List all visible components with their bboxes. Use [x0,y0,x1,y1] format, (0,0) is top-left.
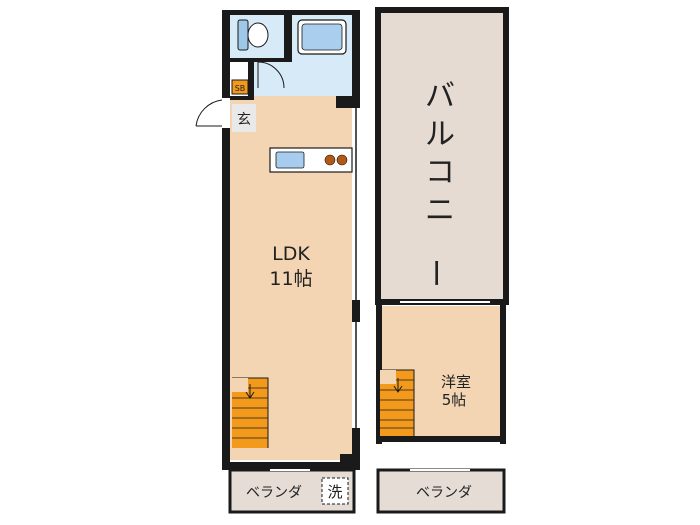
shoebox-label: SB [235,84,246,93]
balcony-char: コ [425,155,455,190]
ldk-label: LDK [272,243,310,265]
entrance-floor [232,104,256,132]
walls-floor-1 [222,10,360,470]
balcony-label: バルコニー [417,79,455,288]
balcony [375,7,509,305]
floor-2: バルコニー 洋室 5帖 [375,7,509,514]
stove-icon [324,154,348,166]
balcony-char: ー [417,258,452,288]
balcony-char: ル [425,117,455,152]
veranda-2 [376,468,506,514]
ldk-size: 11帖 [269,268,312,290]
kitchen-counter [269,147,353,173]
washer-label: 洗 [327,483,342,501]
washroom [252,60,352,96]
room-label: 洋室 [441,373,471,391]
stairs-icon [232,377,269,448]
washer-space-icon [321,477,349,505]
kitchen-sink-icon [275,151,305,169]
toilet-icon [237,19,269,51]
door-swing-icon [257,61,285,89]
stairs-icon-2 [380,369,415,436]
room-size: 5帖 [442,391,467,409]
veranda-1-label: ベランダ [246,485,302,501]
floor-1: SB 玄 LDK 11帖 [195,10,360,514]
balcony-char: バ [425,79,455,114]
entrance-door-icon [195,99,223,127]
veranda-2-label: ベランダ [416,485,472,501]
bathtub-icon [297,19,347,55]
entrance-label: 玄 [237,111,251,128]
balcony-char: ニ [425,193,455,228]
walls-floor-2 [376,302,506,444]
shoebox [231,79,249,95]
